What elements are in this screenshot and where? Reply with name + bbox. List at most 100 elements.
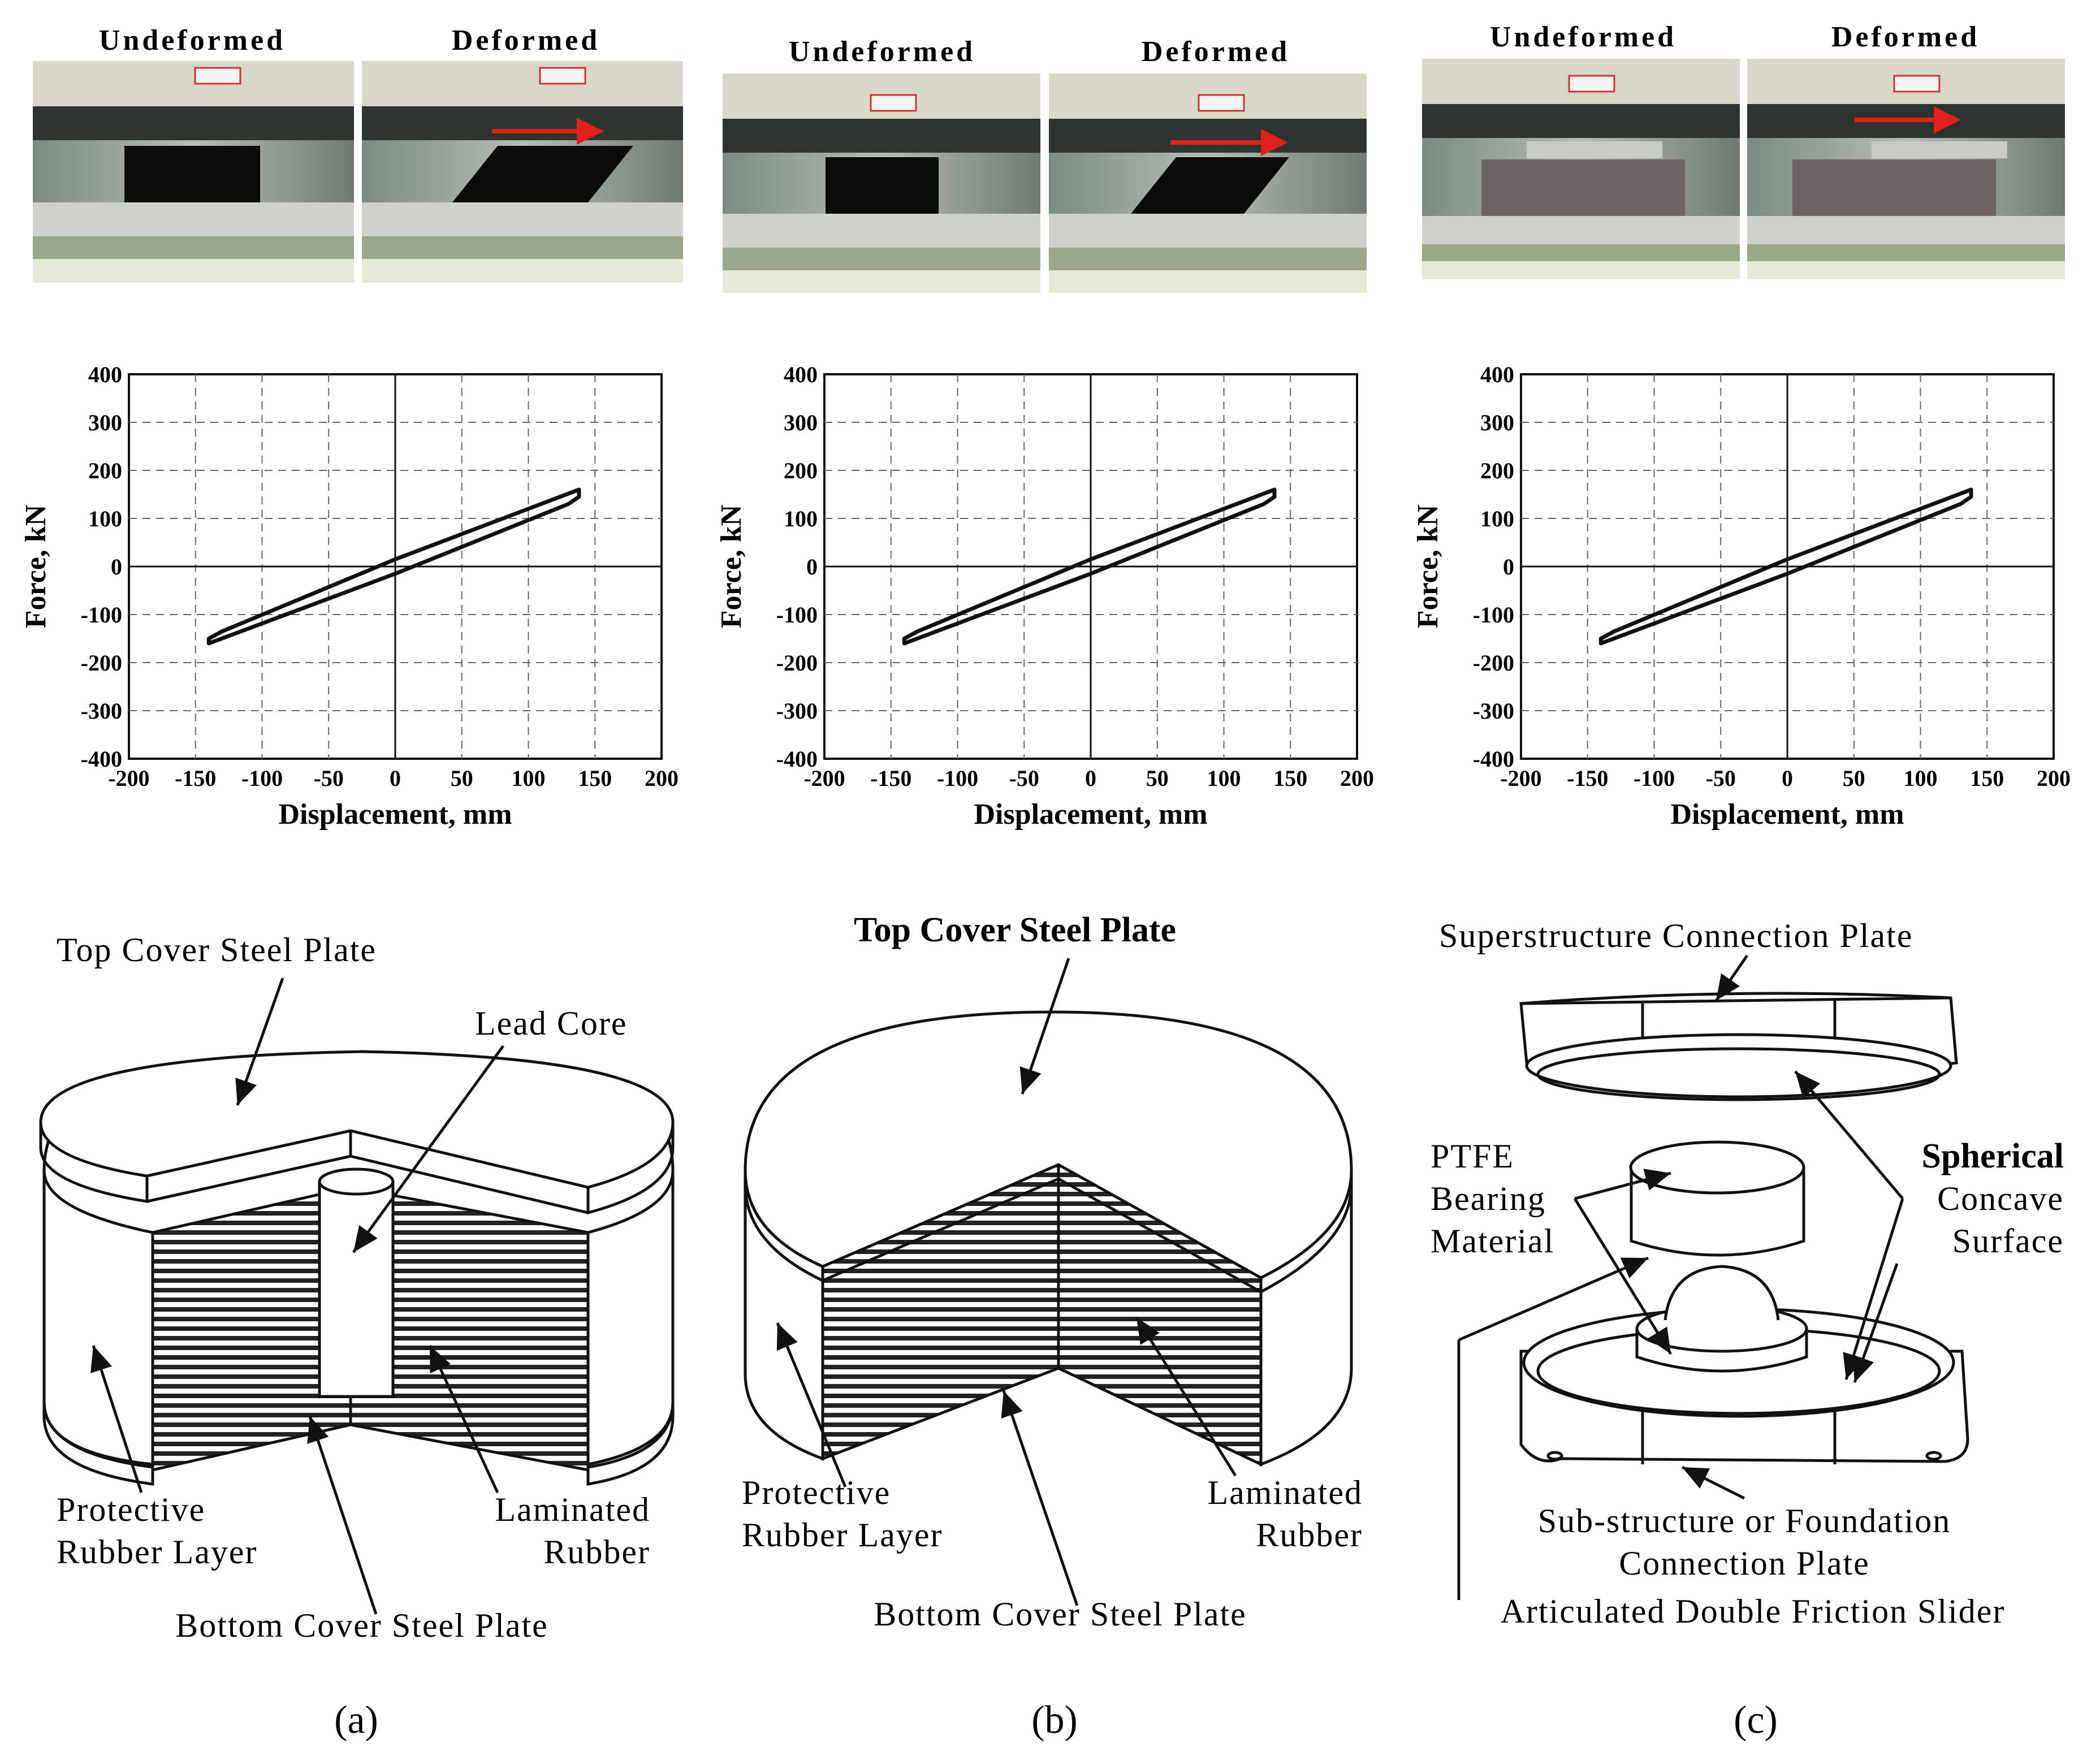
y-tick-label: 100: [88, 506, 122, 531]
y-tick-label: -300: [776, 698, 818, 724]
x-tick-label: 0: [1085, 766, 1096, 791]
label-a-laminated-1: Laminated: [495, 1491, 650, 1528]
label-b-laminated-1: Laminated: [1207, 1474, 1363, 1511]
fps-upper-concave-ring: [1525, 1033, 1952, 1099]
arrow-a-bottom-plate: [307, 1416, 378, 1615]
y-tick-label: 400: [784, 362, 818, 387]
label-c-ptfe-1: PTFE: [1431, 1138, 1514, 1175]
arrow-c-spherical-upper: [1794, 1070, 1904, 1200]
y-axis-label: Force, kN: [20, 505, 52, 629]
label-c-spherical-3: Surface: [1952, 1222, 2064, 1260]
x-tick-label: -150: [175, 766, 216, 791]
label-a-laminated-2: Rubber: [543, 1533, 650, 1571]
arrow-c-superstructure: [1714, 954, 1749, 1002]
x-tick-label: 150: [578, 766, 612, 791]
photo-undeformed-b: [723, 73, 1040, 293]
label-c-substructure-1: Sub-structure or Foundation: [1538, 1502, 1951, 1540]
photo-label-deformed-b: Deformed: [1142, 36, 1290, 68]
label-c-spherical-2: Concave: [1937, 1180, 2064, 1217]
y-tick-label: -400: [1473, 746, 1514, 772]
label-a-protective-1: Protective: [57, 1491, 205, 1528]
x-tick-label: 50: [1146, 766, 1169, 791]
label-a-lead-core: Lead Core: [475, 1005, 628, 1042]
x-tick-label: -150: [870, 766, 911, 791]
diagram-c-friction-pendulum: [1519, 992, 1969, 1464]
x-tick-label: 100: [512, 766, 546, 791]
label-a-top-plate: Top Cover Steel Plate: [57, 931, 377, 968]
y-tick-label: 100: [1480, 506, 1514, 531]
photo-label-deformed-a: Deformed: [452, 24, 600, 57]
photo-group-c: Undeformed Deformed: [1422, 21, 2065, 279]
x-tick-label: 200: [645, 766, 679, 791]
fps-slider-dome: [1663, 1265, 1780, 1321]
x-axis-label: Displacement, mm: [1670, 798, 1904, 831]
photo-undeformed-c: [1422, 59, 1740, 279]
y-tick-label: -200: [81, 650, 122, 676]
x-tick-label: 100: [1904, 766, 1938, 791]
x-tick-label: 0: [1782, 766, 1793, 791]
photo-deformed-a: [362, 61, 683, 283]
y-tick-label: -100: [776, 602, 818, 628]
label-b-protective-2: Rubber Layer: [742, 1516, 943, 1554]
photo-group-b: Undeformed Deformed: [723, 36, 1367, 293]
y-tick-label: 300: [88, 410, 122, 435]
label-c-substructure-2: Connection Plate: [1619, 1545, 1870, 1582]
x-tick-label: -50: [314, 766, 344, 791]
y-tick-label: -200: [1473, 650, 1514, 676]
arrow-c-substructure: [1681, 1465, 1745, 1500]
fps-ptfe-puck-top: [1629, 1140, 1805, 1195]
x-tick-label: -100: [241, 766, 283, 791]
label-a-protective-2: Rubber Layer: [57, 1533, 258, 1571]
panel-label-a: (a): [334, 1698, 378, 1742]
y-tick-label: 0: [1503, 554, 1514, 580]
photo-label-undeformed-a: Undeformed: [99, 24, 286, 57]
label-c-spherical-1: Spherical: [1922, 1137, 2064, 1175]
arrow-a-protective: [90, 1345, 143, 1493]
y-tick-label: -100: [81, 602, 122, 628]
diagram-a-lead-rubber-bearing: [39, 1050, 675, 1486]
x-tick-label: 50: [451, 766, 473, 791]
label-b-laminated-2: Rubber: [1256, 1516, 1363, 1554]
diagram-c-labels: Superstructure Connection Plate PTFE Bea…: [1431, 917, 2064, 1742]
diagram-a-labels: Top Cover Steel Plate Lead Core Protecti…: [57, 931, 650, 1742]
y-tick-label: 100: [784, 506, 818, 531]
arrow-a-top-plate: [235, 978, 284, 1106]
lrb-bottom-plate-right: [586, 1402, 675, 1486]
y-axis-label: Force, kN: [715, 505, 747, 629]
y-tick-label: -300: [81, 698, 122, 724]
y-tick-label: -200: [776, 650, 818, 676]
y-tick-label: 0: [806, 554, 818, 580]
arrow-c-spherical-lower-1: [1843, 1198, 1904, 1380]
arrow-a-laminated: [428, 1344, 499, 1494]
x-axis-label: Displacement, mm: [278, 798, 512, 831]
diagram-b-rubber-bearing: [744, 1010, 1353, 1467]
x-tick-label: -50: [1009, 766, 1039, 791]
x-tick-label: 150: [1970, 766, 2004, 791]
y-tick-label: 400: [1480, 362, 1514, 387]
hysteresis-loop: [1598, 487, 1973, 646]
photo-label-deformed-c: Deformed: [1831, 21, 1980, 53]
arrow-b-top-plate: [1019, 958, 1070, 1095]
photo-label-undeformed-c: Undeformed: [1490, 21, 1676, 53]
label-a-bottom-plate: Bottom Cover Steel Plate: [175, 1607, 548, 1644]
x-axis-label: Displacement, mm: [974, 798, 1207, 831]
label-b-top-plate: Top Cover Steel Plate: [854, 911, 1176, 949]
y-tick-label: 300: [1480, 410, 1514, 435]
x-tick-label: 150: [1273, 766, 1307, 791]
hysteresis-loop: [206, 487, 581, 646]
hdrb-top-plate: [744, 1010, 1353, 1279]
lrb-bottom-plate-left: [42, 1402, 154, 1486]
photo-undeformed-a: [33, 61, 354, 283]
label-c-superstructure: Superstructure Connection Plate: [1439, 917, 1913, 954]
arrow-c-ptfe-upper: [1574, 1169, 1671, 1200]
arrow-a-lead-core: [352, 1045, 505, 1253]
arrow-b-bottom-plate: [1001, 1390, 1079, 1606]
x-tick-label: 50: [1843, 766, 1865, 791]
x-tick-label: -100: [1634, 766, 1675, 791]
hysteresis-loop: [902, 487, 1277, 646]
x-tick-label: -200: [108, 766, 149, 791]
x-tick-label: 200: [2037, 766, 2071, 791]
